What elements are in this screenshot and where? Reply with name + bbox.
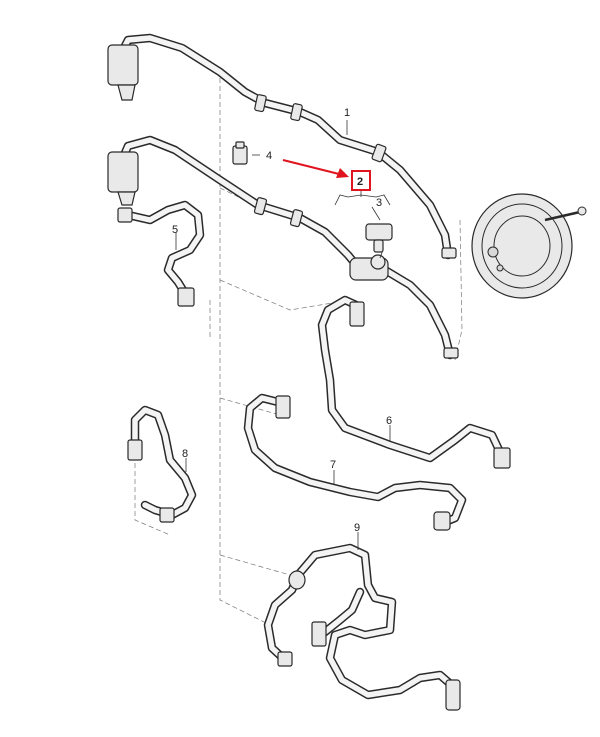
callout-7[interactable]: 7 <box>330 459 336 471</box>
hose-part-2[interactable] <box>107 135 459 360</box>
clip-icon <box>371 143 387 163</box>
hose-part-6[interactable] <box>317 295 511 469</box>
callout-4[interactable]: 4 <box>266 150 272 162</box>
pressure-sensor-part-3[interactable] <box>365 223 393 259</box>
callout-2[interactable]: 2 <box>357 176 363 188</box>
hose-part-8[interactable] <box>127 405 197 523</box>
brake-booster <box>471 193 587 299</box>
highlight-arrow <box>282 159 349 178</box>
hose-connector-icon <box>107 151 139 193</box>
clip-icon <box>232 145 248 165</box>
hose-part-1[interactable] <box>107 33 457 260</box>
highlight-box <box>351 170 371 191</box>
callout-3[interactable]: 3 <box>376 197 382 209</box>
callout-9[interactable]: 9 <box>354 522 360 534</box>
clip-part-4[interactable] <box>232 141 248 165</box>
callout-leaders <box>175 120 391 550</box>
hose-part-7[interactable] <box>243 393 467 531</box>
callout-6[interactable]: 6 <box>386 415 392 427</box>
brake-booster-icon <box>471 193 573 299</box>
hose-connector-icon <box>107 44 139 86</box>
callout-1[interactable]: 1 <box>344 107 350 119</box>
hose-connector-icon <box>117 84 136 101</box>
callout-5[interactable]: 5 <box>172 224 178 236</box>
callout-8[interactable]: 8 <box>182 448 188 460</box>
hose-part-9[interactable] <box>263 543 461 711</box>
hose-part-5[interactable] <box>117 200 205 307</box>
pressure-sensor-icon <box>365 223 393 241</box>
callout-labels: 1 2 3 4 5 6 7 8 9 <box>172 107 392 534</box>
